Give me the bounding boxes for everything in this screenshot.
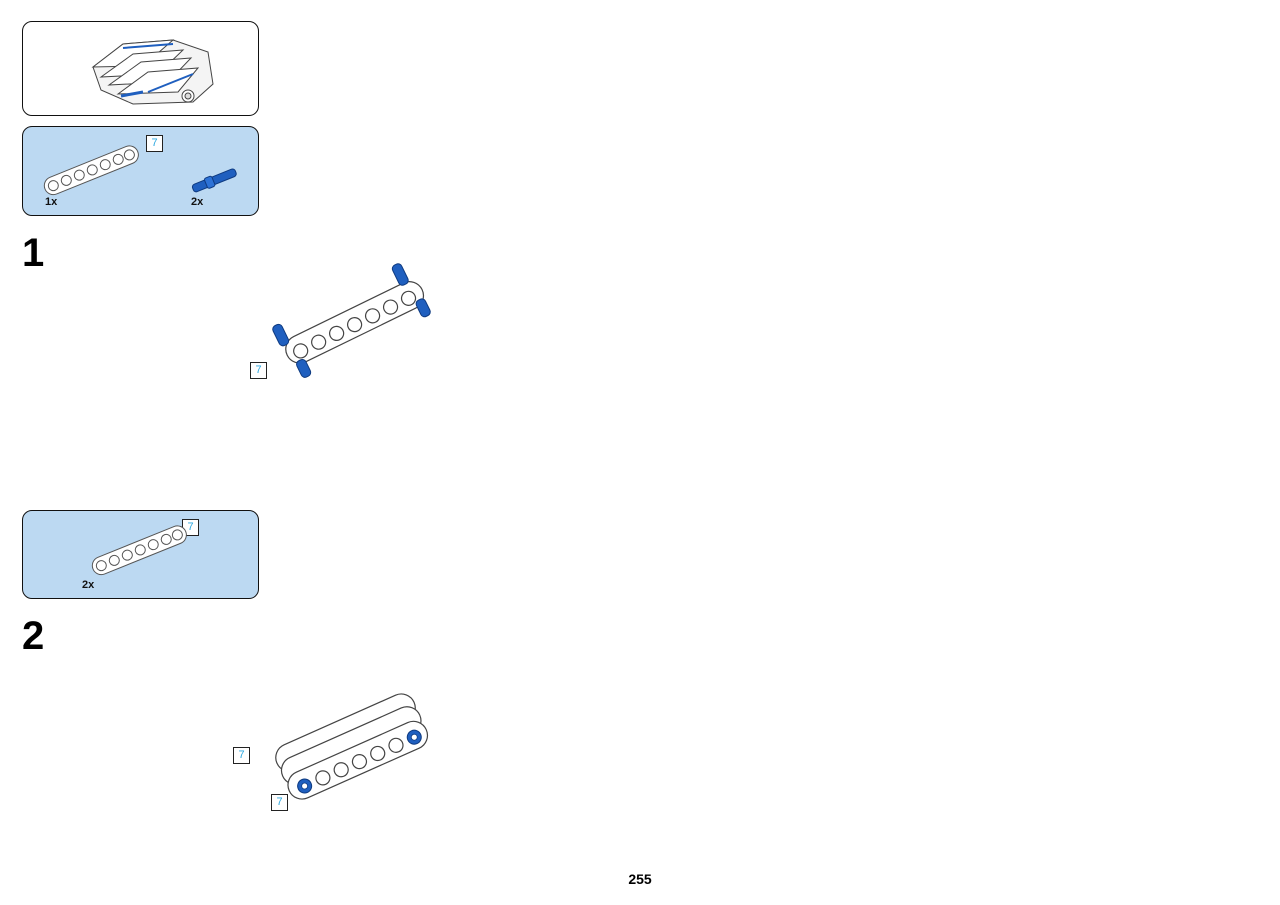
subassembly-model-image bbox=[91, 39, 214, 105]
beam-part-image bbox=[91, 525, 187, 576]
pin-part-image bbox=[191, 168, 237, 193]
length-tag: 7 bbox=[233, 747, 250, 764]
part-quantity: 2x bbox=[191, 196, 204, 208]
parts-list-step-2: 7 2x bbox=[22, 510, 259, 599]
step-number: 1 bbox=[22, 231, 45, 275]
length-tag: 7 bbox=[146, 135, 163, 152]
length-tag: 7 bbox=[271, 794, 288, 811]
part-quantity: 2x bbox=[82, 579, 95, 591]
subassembly-preview bbox=[22, 21, 259, 116]
page-number: 255 bbox=[628, 871, 652, 887]
length-tag: 7 bbox=[250, 362, 267, 379]
beam-part-image bbox=[43, 145, 139, 196]
parts-list-step-1: 7 1x 2x bbox=[22, 126, 259, 216]
step-number: 2 bbox=[22, 614, 45, 658]
part-quantity: 1x bbox=[45, 196, 58, 208]
